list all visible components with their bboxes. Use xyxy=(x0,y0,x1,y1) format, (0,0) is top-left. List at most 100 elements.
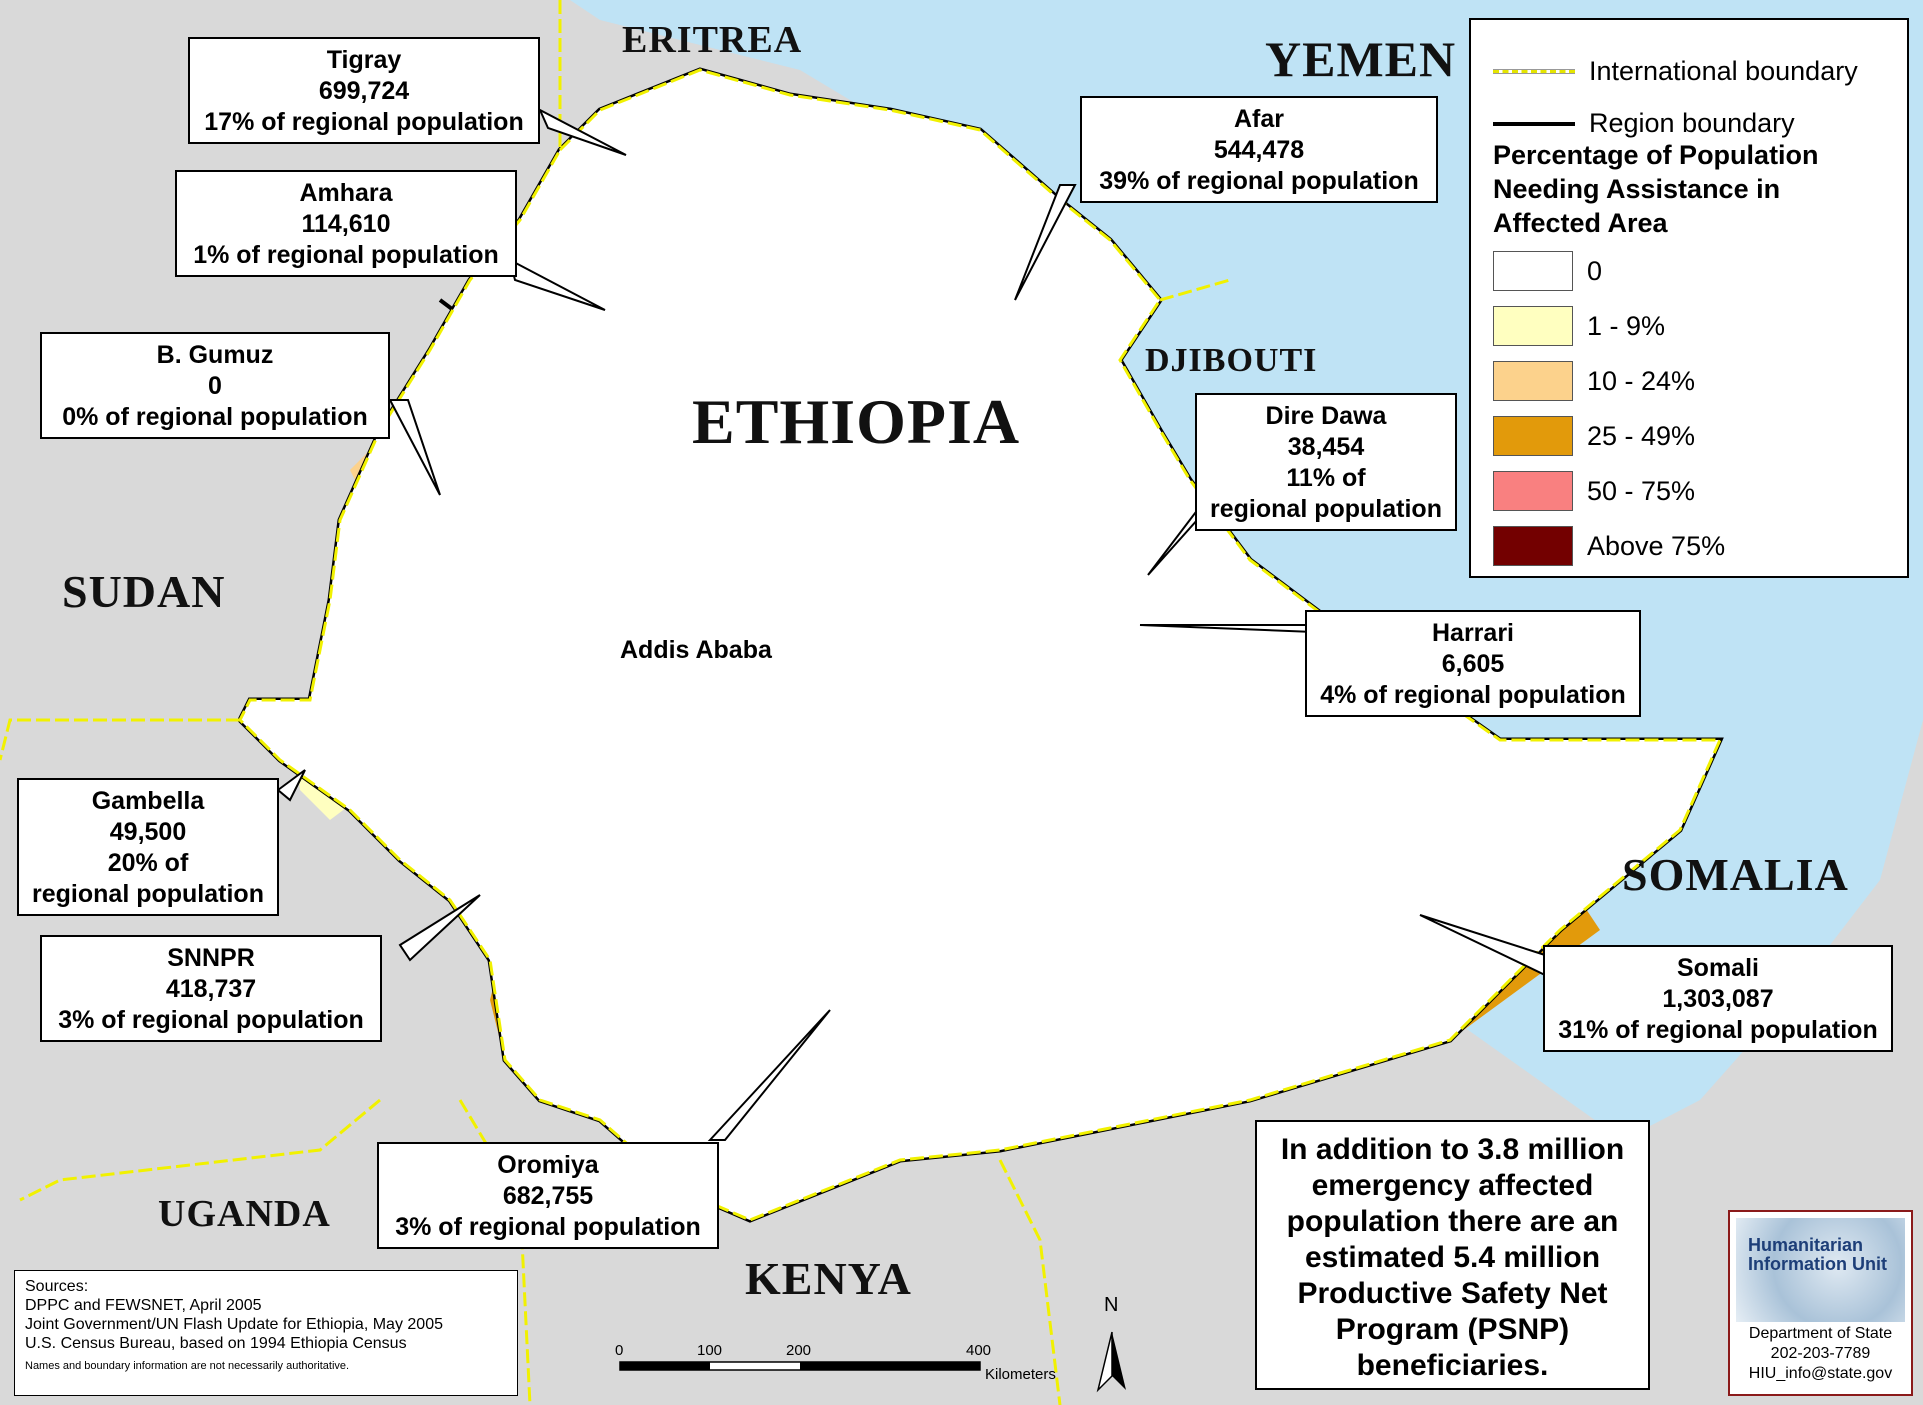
amhara-name: Amhara xyxy=(299,179,393,207)
oromiya-pct: 3% of regional population xyxy=(395,1213,701,1241)
sources-box: Sources: DPPC and FEWSNET, April 2005 Jo… xyxy=(14,1270,518,1396)
legend-intl-boundary: International boundary xyxy=(1493,56,1858,87)
label-somalia: SOMALIA xyxy=(1622,849,1849,900)
sources-line-2: Joint Government/UN Flash Update for Eth… xyxy=(25,1316,443,1333)
afar-name: Afar xyxy=(1233,105,1284,133)
legend-class-2: 10 - 24% xyxy=(1493,361,1695,401)
gambella-name: Gambella xyxy=(91,787,205,815)
legend-class-1: 1 - 9% xyxy=(1493,306,1665,346)
scale-tick-400: 400 xyxy=(966,1342,992,1359)
label-kenya: KENYA xyxy=(745,1253,912,1304)
label-eritrea: ERITREA xyxy=(622,19,803,61)
legend-class-5: Above 75% xyxy=(1493,526,1725,566)
legend-class-2-label: 10 - 24% xyxy=(1587,365,1696,396)
diredawa-count: 38,454 xyxy=(1287,433,1365,461)
legend-class-0: 0 xyxy=(1493,251,1602,291)
oromiya-name: Oromiya xyxy=(497,1151,599,1179)
hiu-phone: 202-203-7789 xyxy=(1770,1345,1871,1362)
swatch-50-75 xyxy=(1493,471,1573,511)
amhara-count: 114,610 xyxy=(301,210,391,238)
diredawa-name: Dire Dawa xyxy=(1265,402,1387,430)
harrari-count: 6,605 xyxy=(1441,650,1505,678)
callout-oromiya: Oromiya 682,755 3% of regional populatio… xyxy=(377,1142,719,1249)
legend-class-4-label: 50 - 75% xyxy=(1587,475,1696,506)
scale-tick-100: 100 xyxy=(697,1342,723,1359)
legend-intl-line xyxy=(1493,70,1575,73)
callout-bgumuz: B. Gumuz 0 0% of regional population xyxy=(40,332,390,439)
gambella-pct1: 20% of xyxy=(107,849,189,877)
bgumuz-pct: 0% of regional population xyxy=(62,403,368,431)
bgumuz-count: 0 xyxy=(208,372,222,400)
harrari-name: Harrari xyxy=(1432,619,1514,647)
legend-class-3: 25 - 49% xyxy=(1493,416,1695,456)
sources-disclaimer: Names and boundary information are not n… xyxy=(25,1360,350,1372)
gambella-count: 49,500 xyxy=(109,818,187,846)
hiu-logo-text: Humanitarian Information Unit xyxy=(1748,1235,1887,1274)
amhara-pct: 1% of regional population xyxy=(193,241,499,269)
diredawa-pct2: regional population xyxy=(1210,495,1442,523)
swatch-10-24 xyxy=(1493,361,1573,401)
tigray-name: Tigray xyxy=(326,46,402,74)
label-sudan: SUDAN xyxy=(62,566,226,617)
legend-class-0-label: 0 xyxy=(1587,255,1603,286)
tigray-pct: 17% of regional population xyxy=(204,108,524,136)
hiu-org: Department of State xyxy=(1748,1325,1893,1342)
label-uganda: UGANDA xyxy=(158,1193,331,1235)
hiu-contact: Department of State 202-203-7789 HIU_inf… xyxy=(1730,1324,1911,1384)
callout-afar: Afar 544,478 39% of regional population xyxy=(1080,96,1438,203)
swatch-above-75 xyxy=(1493,526,1573,566)
label-ethiopia: ETHIOPIA xyxy=(692,386,1021,457)
afar-pct: 39% of regional population xyxy=(1099,167,1419,195)
callout-tigray: Tigray 699,724 17% of regional populatio… xyxy=(188,37,540,144)
diredawa-pct1: 11% of xyxy=(1286,464,1366,492)
scale-unit: Kilometers xyxy=(985,1366,1056,1383)
somali-count: 1,303,087 xyxy=(1662,985,1774,1013)
legend-class-3-label: 25 - 49% xyxy=(1587,420,1696,451)
somali-pct: 31% of regional population xyxy=(1558,1016,1878,1044)
snnpr-name: SNNPR xyxy=(167,944,255,972)
label-addis-ababa: Addis Ababa xyxy=(620,636,772,664)
callout-amhara: Amhara 114,610 1% of regional population xyxy=(175,170,517,277)
callout-snnpr: SNNPR 418,737 3% of regional population xyxy=(40,935,382,1042)
swatch-0 xyxy=(1493,251,1573,291)
legend-region-boundary: Region boundary xyxy=(1493,108,1795,139)
scale-tick-200: 200 xyxy=(786,1342,812,1359)
map-legend: International boundary Region boundary P… xyxy=(1469,18,1909,578)
north-label: N xyxy=(1104,1294,1119,1316)
gambella-pct2: regional population xyxy=(32,880,264,908)
label-yemen: YEMEN xyxy=(1265,31,1457,87)
north-arrow xyxy=(1096,1331,1126,1393)
sources-line-1: DPPC and FEWSNET, April 2005 xyxy=(25,1297,262,1314)
callout-diredawa: Dire Dawa 38,454 11% of regional populat… xyxy=(1195,393,1457,531)
legend-class-4: 50 - 75% xyxy=(1493,471,1695,511)
scale-tick-0: 0 xyxy=(615,1342,624,1359)
legend-class-1-label: 1 - 9% xyxy=(1587,310,1666,341)
sources-heading: Sources: xyxy=(25,1278,89,1295)
legend-region-line xyxy=(1493,121,1575,126)
callout-harrari: Harrari 6,605 4% of regional population xyxy=(1305,610,1641,717)
swatch-25-49 xyxy=(1493,416,1573,456)
callout-gambella: Gambella 49,500 20% of regional populati… xyxy=(17,778,279,916)
scale-bar xyxy=(619,1361,981,1371)
harrari-pct: 4% of regional population xyxy=(1320,681,1626,709)
oromiya-count: 682,755 xyxy=(502,1182,594,1210)
legend-title: Percentage of Population Needing Assista… xyxy=(1493,140,1819,238)
hiu-email: HIU_info@state.gov xyxy=(1748,1365,1893,1382)
snnpr-count: 418,737 xyxy=(165,975,257,1003)
somali-name: Somali xyxy=(1677,954,1759,982)
bgumuz-name: B. Gumuz xyxy=(156,341,274,369)
afar-count: 544,478 xyxy=(1213,136,1305,164)
legend-intl-label: International boundary xyxy=(1589,56,1858,86)
tigray-count: 699,724 xyxy=(318,77,410,105)
snnpr-pct: 3% of regional population xyxy=(58,1006,364,1034)
legend-class-5-label: Above 75% xyxy=(1587,530,1726,561)
label-djibouti: DJIBOUTI xyxy=(1145,342,1318,379)
legend-region-label: Region boundary xyxy=(1589,108,1795,138)
hiu-globe-logo: Humanitarian Information Unit xyxy=(1736,1218,1905,1322)
hiu-box: Humanitarian Information Unit Department… xyxy=(1728,1210,1913,1396)
sources-line-3: U.S. Census Bureau, based on 1994 Ethiop… xyxy=(25,1335,407,1352)
swatch-1-9 xyxy=(1493,306,1573,346)
psnp-note: In addition to 3.8 million emergency aff… xyxy=(1255,1120,1650,1390)
callout-somali: Somali 1,303,087 31% of regional populat… xyxy=(1543,945,1893,1052)
